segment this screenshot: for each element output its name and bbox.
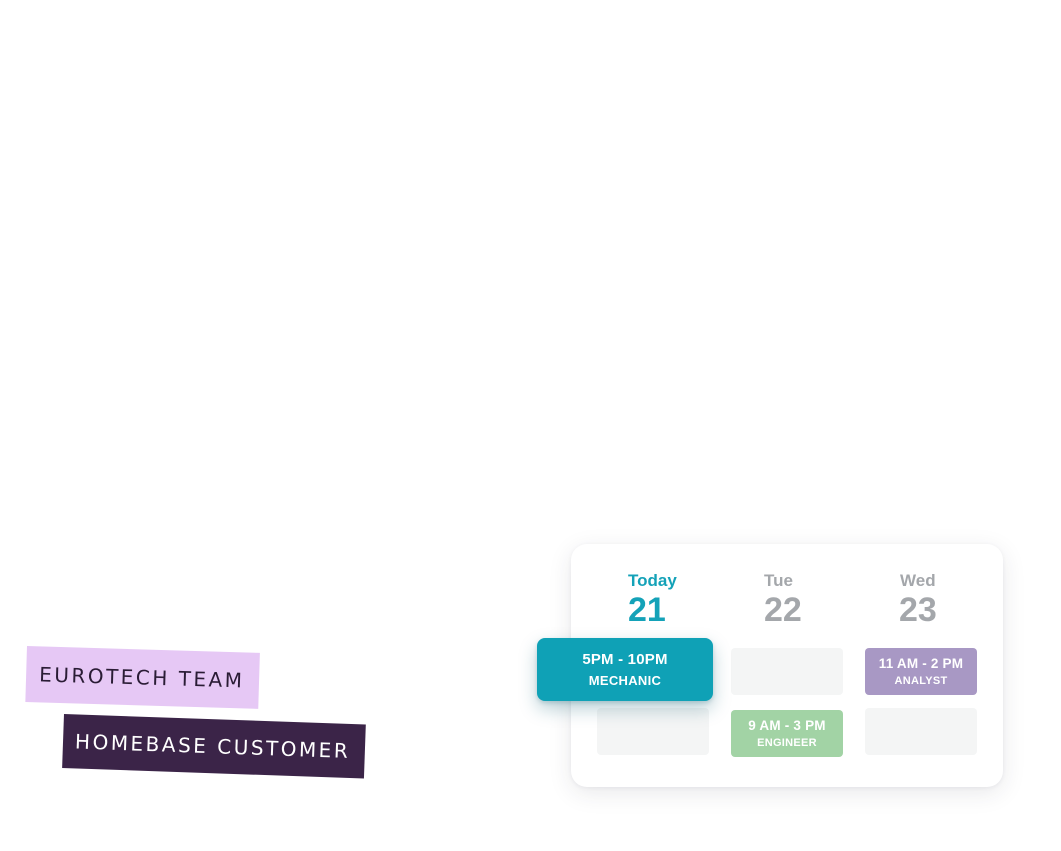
day-number: 23 (899, 591, 937, 629)
empty-slot-tue-1[interactable] (731, 648, 843, 695)
day-name: Tue (764, 571, 793, 590)
eurotech-team-tape: EUROTECH TEAM (25, 646, 260, 709)
shift-time: 9 AM - 3 PM (748, 718, 826, 733)
shift-time: 5PM - 10PM (582, 651, 668, 668)
shift-analyst[interactable]: 11 AM - 2 PM ANALYST (865, 648, 977, 695)
homebase-customer-label: HOMEBASE CUSTOMER (74, 729, 351, 764)
day-name: Today (628, 571, 677, 590)
empty-slot-wed-2[interactable] (865, 708, 977, 755)
day-number: 21 (628, 591, 666, 629)
shift-role: ANALYST (894, 675, 948, 687)
shift-mechanic[interactable]: 5PM - 10PM MECHANIC (537, 638, 713, 701)
day-name: Wed (900, 571, 936, 590)
day-header-today: Today 21 (628, 571, 677, 627)
empty-slot-today-2[interactable] (597, 708, 709, 755)
day-header-wed: Wed 23 (899, 571, 937, 629)
eurotech-team-label: EUROTECH TEAM (38, 662, 245, 693)
shift-engineer[interactable]: 9 AM - 3 PM ENGINEER (731, 710, 843, 757)
shift-role: MECHANIC (588, 673, 662, 688)
day-header-tue: Tue 22 (764, 571, 802, 627)
shift-role: ENGINEER (757, 737, 817, 749)
shift-time: 11 AM - 2 PM (878, 656, 964, 671)
homebase-customer-tape: HOMEBASE CUSTOMER (62, 714, 366, 779)
day-number: 22 (764, 591, 802, 629)
